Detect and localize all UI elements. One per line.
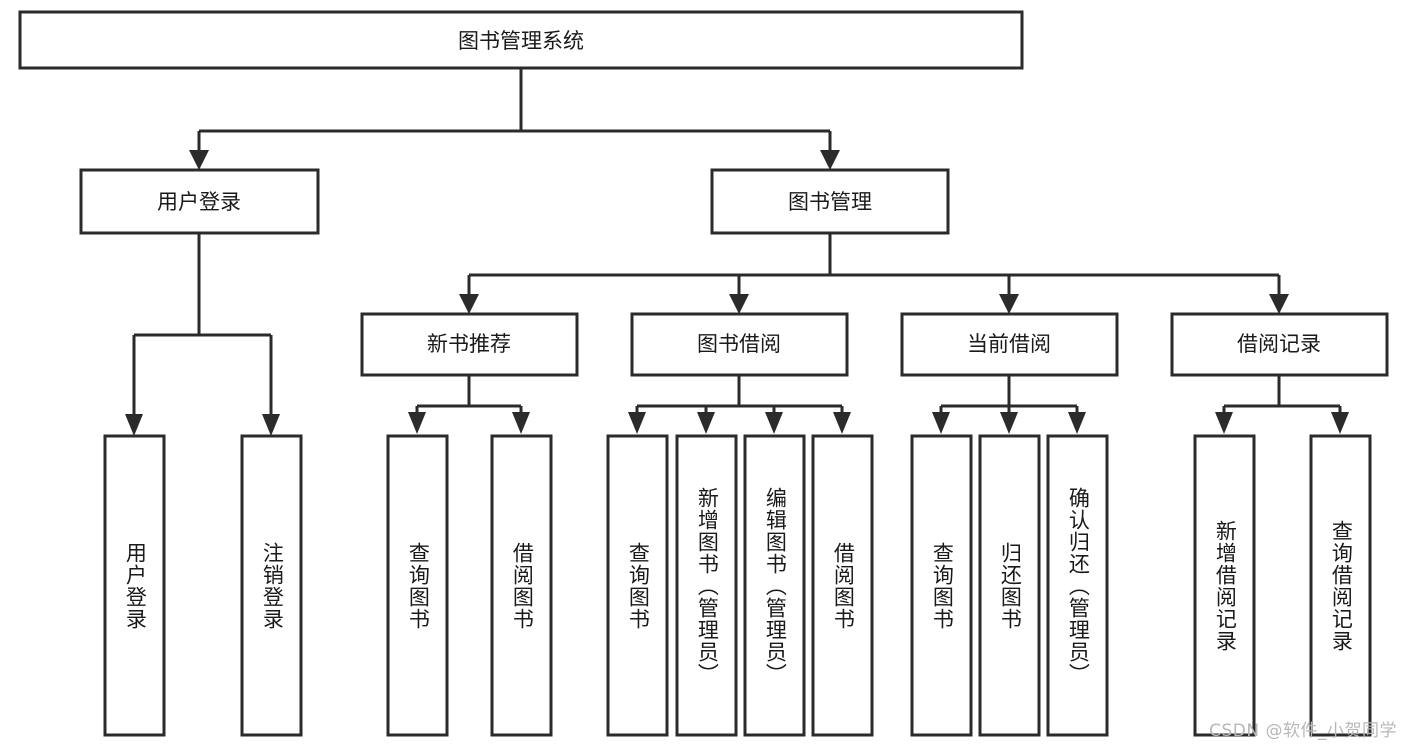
connector-layer [125, 68, 1349, 436]
node-book-management-label: 图书管理 [788, 190, 872, 214]
leaf-box-current-0[interactable] [910, 434, 973, 737]
leaf-box-current-2[interactable] [1046, 434, 1109, 737]
arrow-root-to-book-mgmt [820, 150, 840, 170]
leaf-box-record-1[interactable] [1309, 434, 1372, 737]
leaf-box-recommend-0[interactable] [386, 434, 449, 737]
arrow-recommend-leaf1 [408, 412, 426, 434]
node-root-box[interactable] [18, 10, 1024, 70]
arrow-record-leaf2 [1331, 412, 1349, 434]
node-current-borrow-label: 当前借阅 [967, 332, 1051, 356]
node-user-login-box[interactable] [79, 168, 320, 235]
arrow-user-login-leaf2 [262, 414, 280, 436]
leaf-box-current-1[interactable] [978, 434, 1041, 737]
node-book-borrow-box[interactable] [630, 312, 849, 377]
arrow-root-to-user-login [189, 150, 209, 170]
node-book-borrow[interactable]: 图书借阅 [630, 312, 849, 377]
arrow-user-login-leaf1 [125, 414, 143, 436]
leaf-box-borrow-2[interactable] [743, 434, 806, 737]
node-root-label: 图书管理系统 [458, 29, 584, 53]
arrow-book-mgmt-c4 [1269, 294, 1289, 314]
node-borrow-record[interactable]: 借阅记录 [1170, 312, 1389, 377]
arrow-record-leaf1 [1215, 412, 1233, 434]
node-new-book-recommend[interactable]: 新书推荐 [360, 312, 579, 377]
leaf-box-borrow-1[interactable] [675, 434, 738, 737]
arrow-book-mgmt-c1 [459, 294, 479, 314]
node-new-book-recommend-box[interactable] [360, 312, 579, 377]
node-borrow-record-box[interactable] [1170, 312, 1389, 377]
node-root[interactable]: 图书管理系统 [18, 10, 1024, 70]
node-new-book-recommend-label: 新书推荐 [427, 332, 511, 356]
leaf-box-recommend-1[interactable] [490, 434, 553, 737]
arrow-book-mgmt-c3 [999, 294, 1019, 314]
leaf-box-borrow-3[interactable] [811, 434, 874, 737]
leaf-box-user-login-1[interactable] [240, 434, 303, 737]
node-book-management-box[interactable] [710, 168, 950, 235]
arrow-current-leaf2 [1000, 412, 1018, 434]
node-book-management[interactable]: 图书管理 [710, 168, 950, 235]
arrow-recommend-leaf2 [512, 412, 530, 434]
node-borrow-record-label: 借阅记录 [1237, 332, 1321, 356]
leaf-box-user-login-0[interactable] [103, 434, 166, 737]
arrow-borrow-leaf3 [765, 412, 783, 434]
node-book-borrow-label: 图书借阅 [697, 332, 781, 356]
arrow-book-mgmt-c2 [729, 294, 749, 314]
arrow-borrow-leaf1 [628, 412, 646, 434]
arrow-borrow-leaf2 [697, 412, 715, 434]
node-current-borrow[interactable]: 当前借阅 [900, 312, 1119, 377]
node-user-login-label: 用户登录 [157, 190, 241, 214]
node-current-borrow-box[interactable] [900, 312, 1119, 377]
leaf-box-borrow-0[interactable] [606, 434, 669, 737]
arrow-borrow-leaf4 [833, 412, 851, 434]
arrow-current-leaf1 [932, 412, 950, 434]
csdn-watermark: CSDN @软件_小贺同学 [1209, 721, 1397, 741]
arrow-current-leaf3 [1068, 412, 1086, 434]
node-user-login[interactable]: 用户登录 [79, 168, 320, 235]
leaf-box-record-0[interactable] [1193, 434, 1256, 737]
